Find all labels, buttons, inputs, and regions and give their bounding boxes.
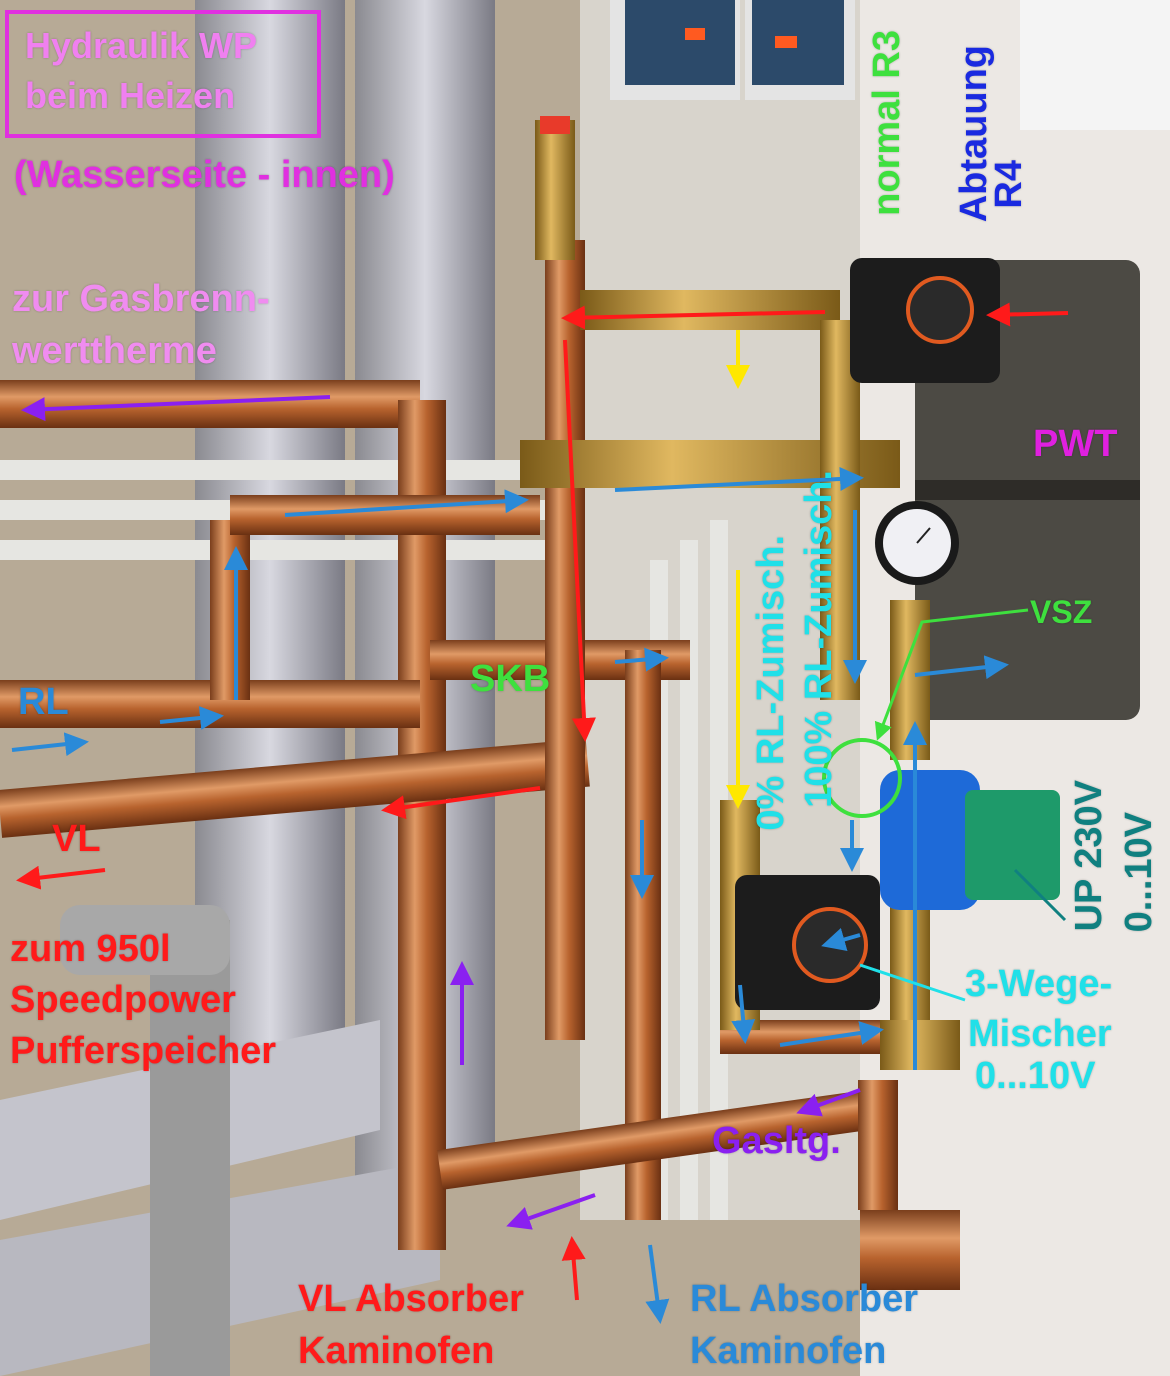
- label-vl: VL: [52, 818, 101, 860]
- flow-arrow: [563, 339, 596, 742]
- flow-arrow: [986, 302, 1069, 327]
- label-mixer-2: Mischer: [968, 1013, 1112, 1055]
- flow-arrow: [914, 655, 1009, 680]
- label-mixer-3: 0...10V: [975, 1055, 1096, 1097]
- label-mixer-1: 3-Wege-: [965, 963, 1113, 1005]
- flow-arrow: [21, 395, 331, 422]
- flow-arrow: [796, 1088, 861, 1117]
- flow-arrow: [159, 706, 224, 730]
- flow-arrow: [561, 1236, 586, 1301]
- label-vl-absorber-1: VL Absorber: [298, 1278, 524, 1320]
- flow-arrow: [779, 1021, 884, 1047]
- label-rl-mix-100: 100% RL-Zumisch.: [798, 470, 840, 808]
- flow-arrow: [614, 466, 864, 492]
- flow-arrow: [506, 1193, 596, 1230]
- label-vl-absorber-2: Kaminofen: [298, 1330, 495, 1372]
- vsz-highlight-circle: [822, 738, 902, 818]
- flow-arrow: [645, 1244, 670, 1324]
- title-box: Hydraulik WP beim Heizen: [5, 10, 321, 138]
- flow-arrow: [561, 305, 826, 330]
- title-line-1: Hydraulik WP: [25, 25, 258, 66]
- label-rl-mix-0: 0% RL-Zumisch.: [750, 535, 792, 831]
- label-vsz: VSZ: [1030, 594, 1093, 630]
- label-buffer-1: zum 950l: [10, 928, 171, 970]
- grey-drain-pipe: [150, 920, 230, 1376]
- label-up-230v: UP 230V: [1068, 780, 1110, 932]
- subtitle: (Wasserseite - innen): [14, 154, 395, 196]
- leader-line: [859, 963, 966, 1002]
- label-gas-boiler-1: zur Gasbrenn-: [12, 278, 270, 320]
- flow-arrow: [16, 865, 106, 890]
- flow-arrow: [11, 732, 89, 757]
- label-rl-absorber-1: RL Absorber: [690, 1278, 919, 1320]
- label-r4: R4: [988, 160, 1030, 209]
- leader-line: [1013, 868, 1067, 922]
- label-buffer-3: Pufferspeicher: [10, 1030, 277, 1072]
- label-pwt: PWT: [1033, 423, 1118, 465]
- flow-arrow: [284, 489, 529, 517]
- flow-arrow: [731, 984, 756, 1044]
- circulation-pump: [880, 770, 980, 910]
- title-line-2: beim Heizen: [25, 75, 236, 116]
- label-rl: RL: [18, 681, 69, 723]
- label-skb: SKB: [470, 658, 551, 700]
- label-normal-r3: normal R3: [866, 30, 908, 216]
- flow-arrow: [614, 647, 669, 672]
- label-gas-line: Gasltg.: [712, 1120, 841, 1162]
- flow-arrow: [381, 786, 541, 820]
- flow-arrow: [821, 927, 861, 952]
- label-rl-absorber-2: Kaminofen: [690, 1330, 887, 1372]
- label-buffer-2: Speedpower: [10, 979, 236, 1021]
- label-up-signal: 0...10V: [1118, 812, 1160, 933]
- label-gas-boiler-2: werttherme: [12, 330, 217, 372]
